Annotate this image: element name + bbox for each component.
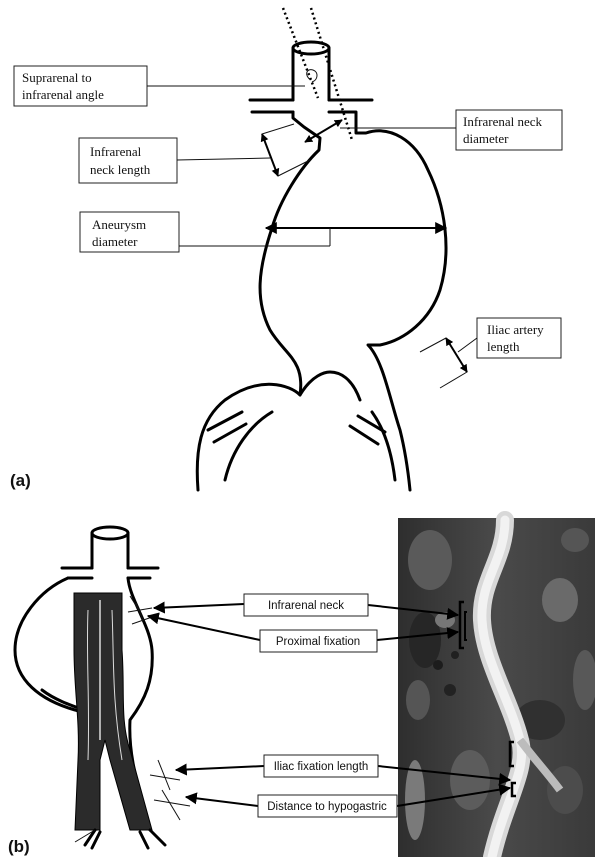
arrow-iliac-fixation-left	[176, 766, 264, 770]
panel-b-letter: (b)	[8, 837, 30, 856]
label-distance-to-hypogastric: Distance to hypogastric	[258, 795, 397, 817]
svg-text:Infrarenal neck: Infrarenal neck	[268, 600, 344, 612]
arrow-proximal-fixation-left	[148, 616, 260, 640]
iliac-length-arrow	[446, 338, 467, 372]
svg-text:neck length: neck length	[90, 162, 151, 177]
label-iliac-length: Iliac artery length	[458, 318, 561, 358]
panel-a-letter: (a)	[10, 471, 31, 490]
svg-text:length: length	[487, 339, 520, 354]
svg-text:Suprarenal to: Suprarenal to	[22, 70, 92, 85]
aorta-diagram-b	[15, 527, 190, 848]
svg-text:Iliac fixation length: Iliac fixation length	[274, 761, 369, 773]
svg-text:Infrarenal: Infrarenal	[90, 144, 142, 159]
ct-image	[398, 518, 595, 857]
svg-text:Proximal fixation: Proximal fixation	[276, 636, 360, 648]
svg-text:Distance to hypogastric: Distance to hypogastric	[267, 801, 387, 813]
panel-b: Infrarenal neck Proximal fixation Iliac …	[8, 518, 595, 857]
panel-a: Suprarenal to infrarenal angle Infrarena…	[10, 8, 562, 490]
svg-text:infrarenal angle: infrarenal angle	[22, 87, 104, 102]
neck-length-arrow	[262, 134, 278, 176]
arrow-infrarenal-neck-left	[154, 604, 244, 608]
label-aneurysm-diameter: Aneurysm diameter	[80, 212, 330, 252]
svg-text:diameter: diameter	[463, 131, 509, 146]
arrow-hypogastric-left	[186, 797, 258, 806]
label-infrarenal-neck: Infrarenal neck	[244, 594, 368, 616]
svg-text:Infrarenal neck: Infrarenal neck	[463, 114, 543, 129]
svg-text:Aneurysm: Aneurysm	[92, 217, 146, 232]
aorta-diagram-a	[197, 42, 446, 490]
label-proximal-fixation: Proximal fixation	[260, 630, 377, 652]
label-neck-length: Infrarenal neck length	[79, 138, 270, 183]
svg-text:Iliac artery: Iliac artery	[487, 322, 544, 337]
svg-text:diameter: diameter	[92, 234, 138, 249]
label-iliac-fixation-length: Iliac fixation length	[264, 755, 378, 777]
